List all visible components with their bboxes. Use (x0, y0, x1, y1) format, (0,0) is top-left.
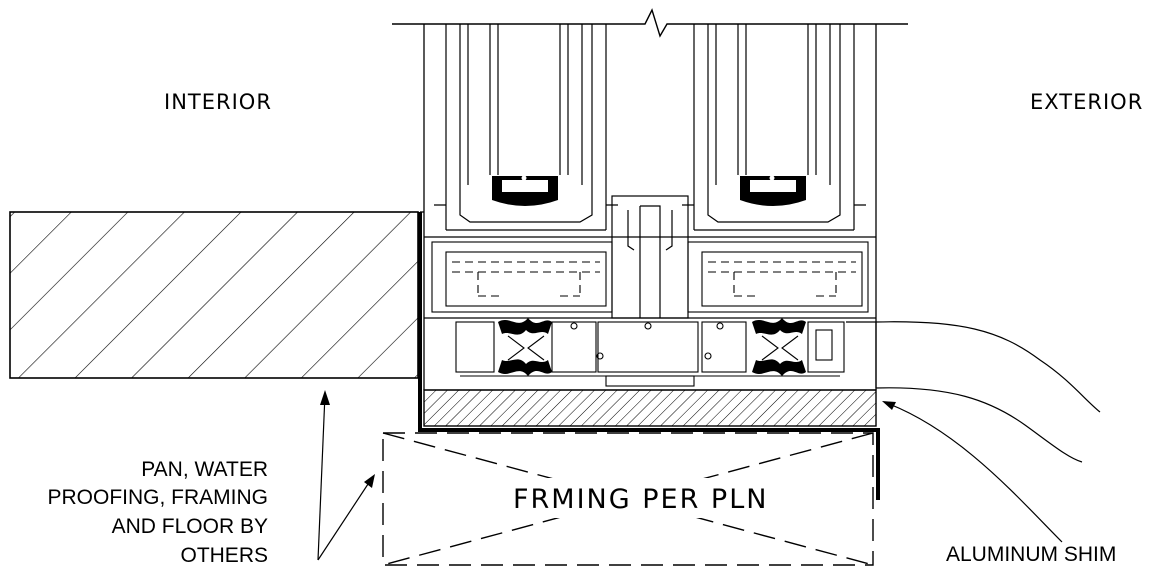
seal-cores (507, 335, 799, 361)
exterior-grade-lines (875, 321, 1101, 463)
weep-drops (570, 322, 724, 360)
aluminum-shim-label: ALUMINUM SHIM (946, 543, 1116, 566)
pan-note-line-2: PROOFING, FRAMING (48, 486, 269, 509)
framing-label-backdrop (505, 478, 773, 518)
aluminum-shim (423, 389, 877, 427)
sill-nose (846, 321, 877, 388)
pan-note-line-3: AND FLOOR BY (112, 515, 268, 538)
sill-upper-chambers (431, 241, 869, 313)
exterior-label: EXTERIOR (1030, 90, 1143, 114)
pan-note-line-1: PAN, WATER (141, 458, 268, 481)
right-glazing-panel (682, 24, 866, 231)
left-glazing-panel (434, 24, 618, 231)
interior-floor-block (9, 211, 419, 379)
sill-pan (418, 212, 880, 500)
pan-waterproofing-note: PAN, WATER PROOFING, FRAMING AND FLOOR B… (48, 458, 269, 567)
sill-lower-chambers (455, 321, 845, 387)
roller-dashed-outlines (452, 261, 856, 297)
left-glazing-gasket (492, 175, 558, 206)
pan-note-line-4: OTHERS (180, 544, 268, 567)
leader-arrowheads (320, 390, 896, 488)
leader-lines (317, 393, 1063, 561)
right-glazing-gasket (740, 175, 806, 206)
framing-per-plan-box (382, 432, 874, 566)
framing-per-plan-label: FRMING PER PLN (513, 484, 768, 515)
interior-label: INTERIOR (164, 90, 272, 114)
weatherstrip-seals (498, 318, 806, 376)
break-line (392, 8, 908, 38)
center-interlock (611, 195, 689, 319)
